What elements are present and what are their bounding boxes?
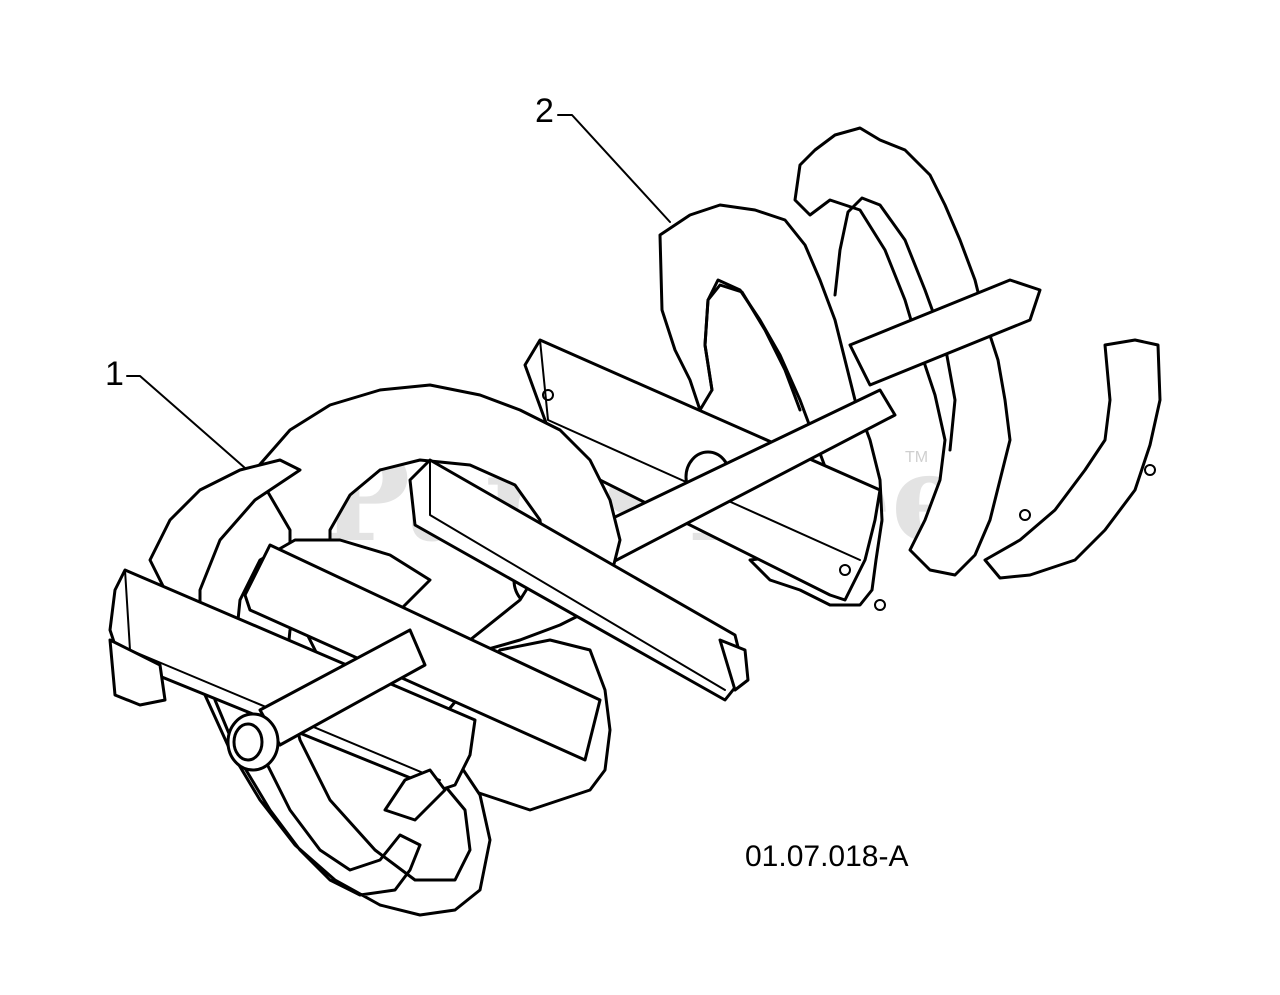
auger-assembly-left-icon[interactable] <box>108 383 750 917</box>
bolt-hole <box>1019 509 1031 521</box>
bolt-hole <box>1144 464 1156 476</box>
callout-1-leader <box>126 375 246 469</box>
figure-reference: 01.07.018-A <box>745 840 908 873</box>
watermark-trademark: TM <box>905 449 928 466</box>
callout-2[interactable]: 2 <box>535 92 671 223</box>
left-auger-paddle-2 <box>243 543 602 762</box>
callout-2-leader <box>557 114 671 223</box>
right-auger-back-flight-eye <box>833 196 957 452</box>
left-auger-front-flight <box>148 458 492 917</box>
left-auger-mid-tip <box>718 638 750 692</box>
auger-assembly-right-icon[interactable] <box>523 126 1162 611</box>
bolt-hole <box>542 389 554 401</box>
right-auger-paddle-edge <box>539 339 861 561</box>
right-auger-tail-flight <box>983 338 1162 580</box>
right-auger-back-flight <box>793 126 1012 577</box>
left-auger-shaft-bore <box>232 722 264 762</box>
right-auger-shaft <box>848 278 1042 387</box>
left-auger-tip <box>108 638 167 707</box>
callout-2-label: 2 <box>535 92 554 130</box>
bolt-hole <box>874 599 886 611</box>
callout-1[interactable]: 1 <box>105 355 246 469</box>
callout-1-label: 1 <box>105 355 124 393</box>
right-auger-front-flight-eye <box>703 283 802 412</box>
left-auger-lower-tip <box>383 768 447 822</box>
bolt-hole <box>839 564 851 576</box>
left-auger-paddle-3-edge <box>429 459 726 691</box>
